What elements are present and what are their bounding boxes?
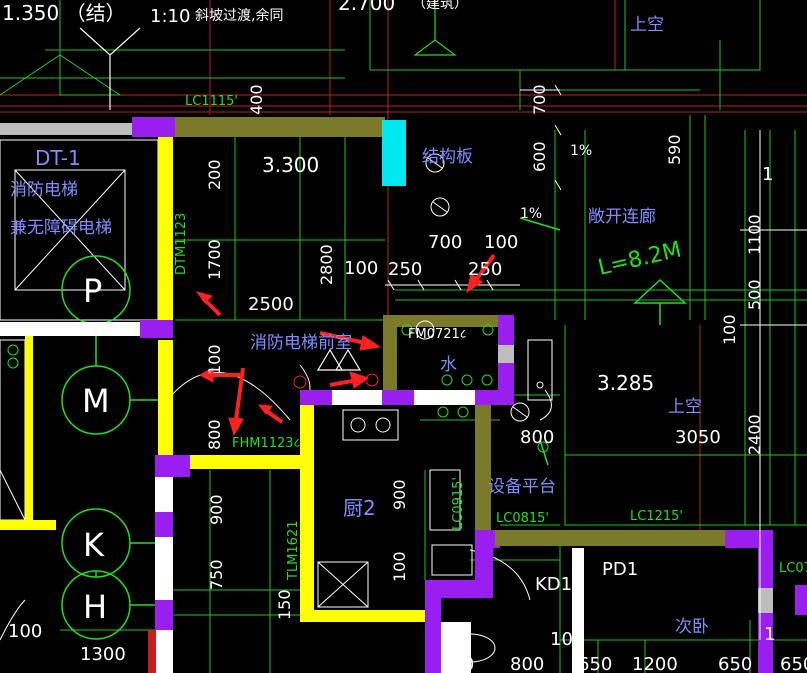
elevator-id: DT-1 [35,146,81,170]
accessible-elevator-label: 兼无障碍电梯 [10,218,112,238]
dim-500: 500 [745,279,764,310]
right-void-label: 上空 [668,397,702,417]
dim-100-structure: 100 [484,232,518,253]
dim-platform-800b: 800 [510,654,544,673]
dim-lobby-mid: 100 [205,344,224,375]
water-room-door-tag: FM0721८ [408,327,467,342]
dim-250-a: 250 [388,259,422,280]
fixtures [293,324,553,663]
axis-label-h: H [83,588,107,626]
red-arrows [195,253,496,437]
dim-1100: 1100 [745,214,764,255]
water-room-name: 水 [440,355,457,375]
elevation-markers [79,0,457,371]
dim-kitchen-900: 900 [390,479,409,510]
dim-250-b: 250 [468,259,502,280]
dim-750: 750 [207,559,226,590]
slope-one: 1% [570,143,592,159]
right-window-edge-tag: LC07 [779,561,807,576]
fire-elevator-label: 消防电梯 [10,180,78,200]
dim-900-left: 900 [207,494,226,525]
door-tlm-tag: TLM1621 [286,521,301,581]
platform-name: 设备平台 [488,477,556,497]
dim-right-1: 1 [762,164,773,185]
axis-label-k: K [83,526,105,564]
dim-lobby-100: 100 [344,258,378,279]
dim-590: 590 [665,134,684,165]
dim-platform-100: 100 [550,629,584,650]
dimension-ticks [385,84,807,640]
slab-label: 结构板 [422,147,473,167]
void-label-top: 上空 [630,15,664,35]
elevation-top-tail: （建筑） [412,0,468,12]
elevation-top-mid: 2.700 [338,0,395,15]
dim-650-c: 650 [780,654,807,673]
dim-700: 700 [428,232,462,253]
axis-bubbles [61,255,158,640]
dim-right-1b: 1 [764,624,775,645]
floor-drains [415,153,530,422]
dim-left-100: 100 [8,621,42,642]
kitchen-window-tag: LC0915' [451,477,466,530]
lobby-elevation: 3.300 [262,153,319,177]
elevation-left: 1.350 （结） [2,1,126,25]
dim-1700: 1700 [205,239,224,280]
dim-2800: 2800 [317,244,336,285]
window-top-tag: LC1115' [185,94,238,109]
dim-600-vertical: 600 [530,141,549,172]
dim-700-vertical: 700 [530,84,549,115]
dim-2400: 2400 [745,414,764,455]
axis-label-m: M [82,382,110,420]
dim-200: 200 [205,159,224,190]
lobby-name: 消防电梯前室 [250,333,352,353]
slope-marker [519,217,687,466]
bedroom-name: 次卧 [675,617,709,637]
dim-platform-800: 800 [520,427,554,448]
right-window-tag: LC1215' [630,509,683,524]
dim-400-vertical: 400 [247,84,266,115]
kitchen-name: 厨2 [343,496,376,520]
dim-3050: 3050 [675,427,721,448]
dim-650-b: 650 [718,654,752,673]
dim-2500: 2500 [248,294,294,315]
corridor-length: L=8.2M [596,237,684,280]
door-dtm-tag: DTM1123 [174,213,189,275]
platform-window-tag: LC0815' [496,511,549,526]
dim-150: 150 [275,589,294,620]
dim-1200: 1200 [632,654,678,673]
dim-platform-200: 200 [440,654,474,673]
slope-two: 1% [520,206,542,222]
dim-kitchen-100: 100 [390,551,409,582]
right-elevation: 3.285 [597,371,654,395]
axis-label-p: P [83,272,102,310]
walls [0,117,807,673]
slope-note: 斜坡过渡,余同 [195,7,283,24]
dim-left-1300: 1300 [80,644,126,665]
door-fhm-tag: FHM1123८ [232,436,301,451]
kd-tag: KD1 [535,574,572,595]
dim-650-a: 650 [578,654,612,673]
corridor-name: 敞开连廊 [588,207,656,227]
scale-note: 1:10 [150,6,190,27]
pd-tag: PD1 [602,559,638,580]
dim-lobby-800: 800 [205,419,224,450]
dim-right-100: 100 [720,314,739,345]
